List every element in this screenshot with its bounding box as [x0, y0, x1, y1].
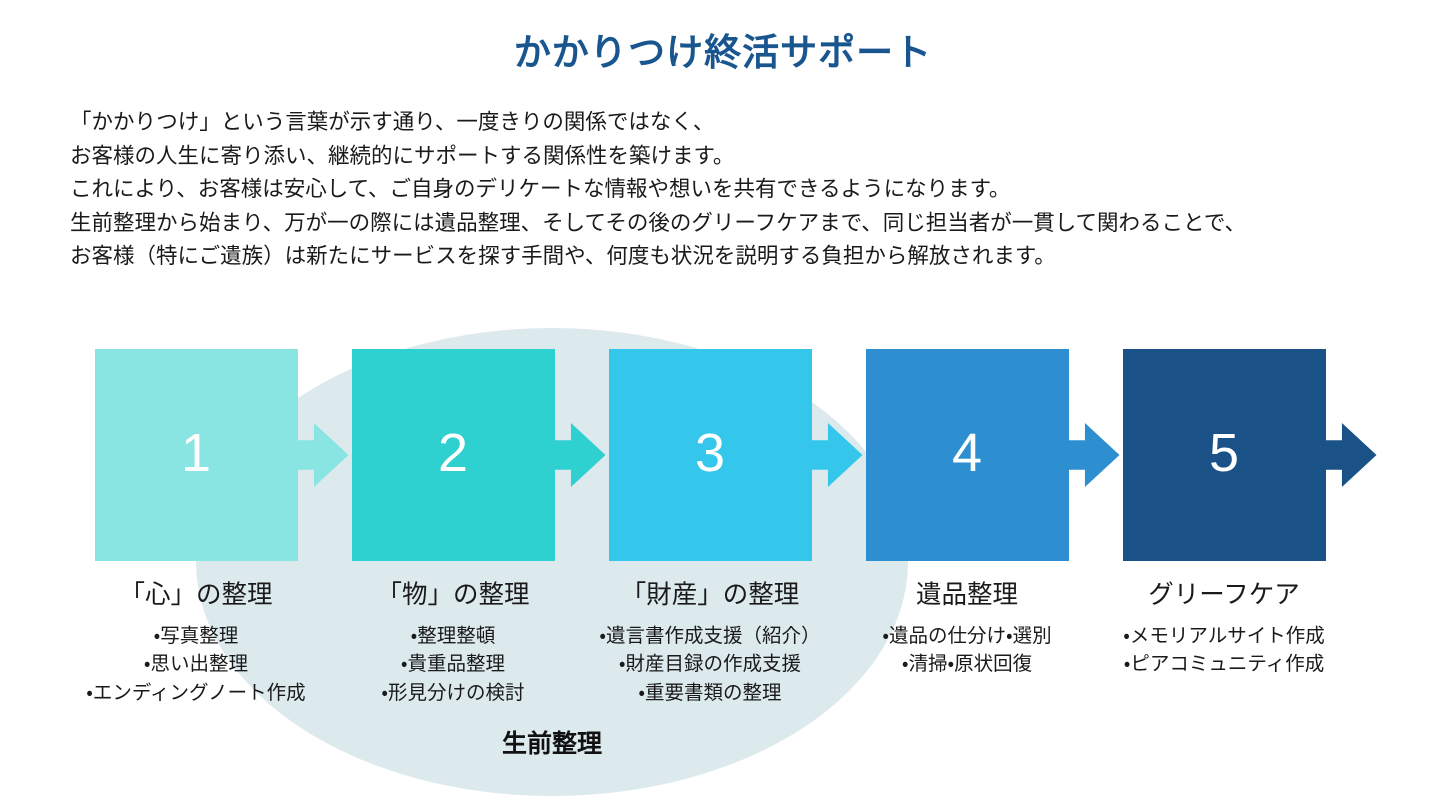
- step-4-bullet-2: ・清掃・原状回復: [901, 653, 1033, 676]
- process-step-5[interactable]: 5 グリーフケア ・メモリアルサイト作成 ・ピアコミュニティ作成: [1098, 320, 1377, 679]
- intro-line-2: お客様の人生に寄り添い、継続的にサポートする関係性を築けます。: [70, 143, 735, 168]
- step-5-bullet-2: ・ピアコミュニティ作成: [1123, 653, 1325, 676]
- step-5-bullet-1: ・メモリアルサイト作成: [1123, 624, 1325, 647]
- step-4-box[interactable]: 4: [865, 349, 1120, 561]
- process-step-3[interactable]: 3 「財産」の整理 ・遺言書作成支援（紹介） ・財産目録の作成支援 ・重要書類の…: [584, 320, 863, 708]
- step-2-number: 2: [437, 423, 469, 483]
- intro-line-4: 生前整理から始まり、万が一の際には遺品整理、そしてその後のグリーフケアまで、同じ…: [70, 210, 1247, 235]
- step-1-number: 1: [180, 423, 212, 483]
- intro-line-3: これにより、お客様は安心して、ご自身のデリケートな情報や想いを共有できるようにな…: [70, 177, 1011, 201]
- step-1-bullet-2: ・思い出整理: [143, 653, 249, 676]
- step-1-label: 「心」の整理: [119, 581, 273, 609]
- step-3-bullets: ・遺言書作成支援（紹介） ・財産目録の作成支援 ・重要書類の整理: [584, 622, 836, 708]
- step-4-number: 4: [951, 423, 983, 483]
- page-title: かかりつけ終活サポート: [513, 32, 933, 73]
- step-2-box[interactable]: 2: [351, 349, 606, 561]
- step-5-bullets: ・メモリアルサイト作成 ・ピアコミュニティ作成: [1098, 622, 1350, 679]
- step-3-box[interactable]: 3: [608, 349, 863, 561]
- process-step-4[interactable]: 4 遺品整理 ・遺品の仕分け・選別 ・清掃・原状回復: [841, 320, 1120, 679]
- step-3-label: 「財産」の整理: [620, 581, 800, 609]
- step-5-number: 5: [1208, 423, 1240, 483]
- step-4-bullets: ・遺品の仕分け・選別 ・清掃・原状回復: [841, 622, 1093, 679]
- step-5-label: グリーフケア: [1148, 581, 1300, 609]
- step-2-bullet-3: ・形見分けの検討: [381, 681, 525, 704]
- process-step-2[interactable]: 2 「物」の整理 ・整理整頓 ・貴重品整理 ・形見分けの検討: [327, 320, 606, 708]
- step-4-label: 遺品整理: [915, 581, 1018, 609]
- step-2-bullet-1: ・整理整頓: [410, 624, 496, 647]
- process-diagram: 1 「心」の整理 ・写真整理 ・思い出整理 ・エンディングノート作成 2 「物」…: [0, 320, 1446, 805]
- step-3-bullet-2: ・財産目録の作成支援: [618, 653, 802, 676]
- step-3-number: 3: [694, 423, 726, 483]
- step-5-box[interactable]: 5: [1122, 349, 1377, 561]
- step-1-bullet-3: ・エンディングノート作成: [86, 681, 306, 704]
- step-2-label: 「物」の整理: [376, 581, 530, 609]
- step-2-bullet-2: ・貴重品整理: [400, 653, 506, 676]
- intro-paragraph: 「かかりつけ」という言葉が示す通り、一度きりの関係ではなく、 お客様の人生に寄り…: [70, 106, 1410, 274]
- step-5-arrow-icon: [1304, 423, 1377, 487]
- step-1-bullets: ・写真整理 ・思い出整理 ・エンディングノート作成: [70, 622, 322, 708]
- intro-line-1: 「かかりつけ」という言葉が示す通り、一度きりの関係ではなく、: [70, 110, 715, 134]
- step-3-bullet-3: ・重要書類の整理: [638, 681, 782, 704]
- process-step-1[interactable]: 1 「心」の整理 ・写真整理 ・思い出整理 ・エンディングノート作成: [70, 320, 349, 708]
- step-1-bullet-1: ・写真整理: [153, 624, 239, 647]
- process-steps: 1 「心」の整理 ・写真整理 ・思い出整理 ・エンディングノート作成 2 「物」…: [0, 320, 1446, 805]
- step-1-box[interactable]: 1: [94, 349, 349, 561]
- step-3-bullet-1: ・遺言書作成支援（紹介）: [599, 624, 821, 647]
- intro-line-5: お客様（特にご遺族）は新たにサービスを探す手間や、何度も状況を説明する負担から解…: [70, 244, 1056, 268]
- pre-death-caption: 生前整理: [501, 730, 602, 758]
- step-4-bullet-1: ・遺品の仕分け・選別: [882, 624, 1052, 647]
- step-2-bullets: ・整理整頓 ・貴重品整理 ・形見分けの検討: [327, 622, 579, 708]
